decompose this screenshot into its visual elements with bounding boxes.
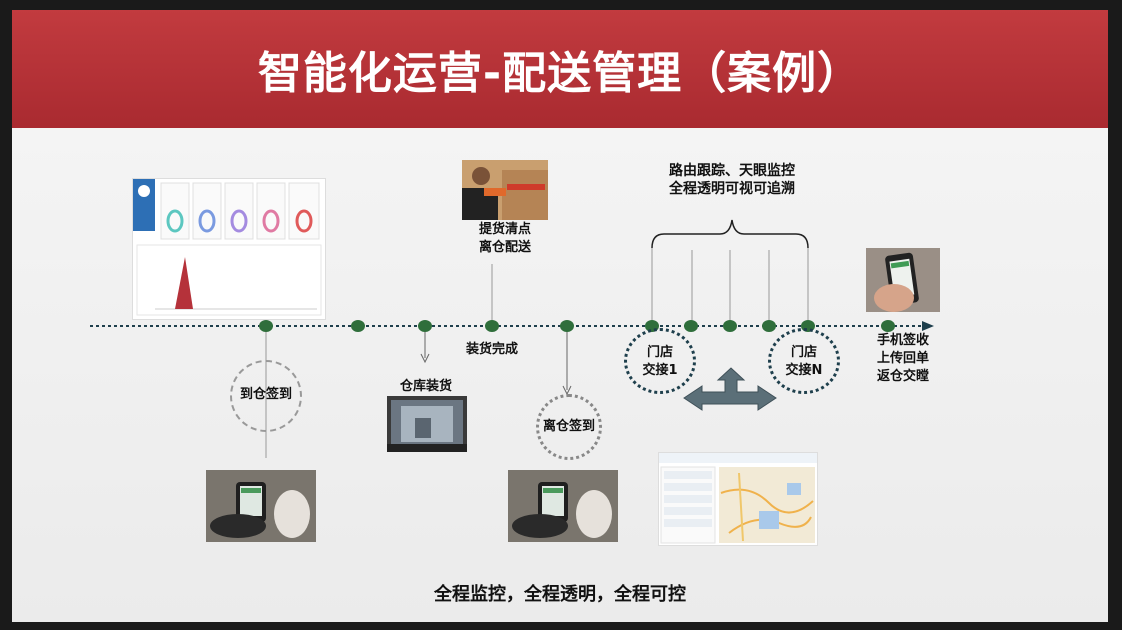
map-screenshot xyxy=(658,452,818,546)
timeline-node xyxy=(485,320,499,332)
slide-title: 智能化运营-配送管理（案例） xyxy=(257,48,863,99)
warehouse-photo xyxy=(387,396,467,452)
slide: 智能化运营-配送管理（案例） xyxy=(12,10,1108,622)
bracket-shape xyxy=(651,219,809,249)
double-arrow-icon xyxy=(683,367,777,411)
phone-photo xyxy=(866,248,940,312)
arrive-circle xyxy=(230,360,302,432)
storeN-circle xyxy=(768,328,840,394)
loading-label: 仓库装货 xyxy=(399,379,452,394)
timeline-node xyxy=(762,320,776,332)
phone-scan-photo xyxy=(206,470,316,542)
timeline-node xyxy=(351,320,365,332)
title-banner: 智能化运营-配送管理（案例） xyxy=(12,10,1108,128)
timeline-node xyxy=(418,320,432,332)
storeN-label: 门店交接N xyxy=(785,345,823,378)
timeline-svg xyxy=(90,219,934,458)
load-done-label: 装货完成 xyxy=(465,342,518,357)
signoff-label: 手机签收上传回单返仓交瞠 xyxy=(876,333,929,384)
depart-label: 离仓签到 xyxy=(542,419,595,434)
store1-circle xyxy=(624,328,696,394)
store1-label: 门店交接1 xyxy=(642,345,678,378)
phone-scan-photo xyxy=(508,470,618,542)
timeline-node xyxy=(881,320,895,332)
timeline-node xyxy=(259,320,273,332)
timeline-arrowhead xyxy=(922,321,934,331)
bracket-label: 路由跟踪、天眼监控全程透明可视可追溯 xyxy=(669,163,795,197)
timeline-node xyxy=(723,320,737,332)
arrive-label: 到仓签到 xyxy=(239,387,292,402)
footer-text: 全程监控，全程透明，全程可控 xyxy=(434,584,686,605)
timeline-node xyxy=(560,320,574,332)
dashboard-thumbnail xyxy=(132,178,326,320)
pickup-label: 提货清点离仓配送 xyxy=(478,222,531,255)
timeline-node xyxy=(684,320,698,332)
depart-circle xyxy=(536,394,602,460)
courier-photo xyxy=(462,160,548,220)
